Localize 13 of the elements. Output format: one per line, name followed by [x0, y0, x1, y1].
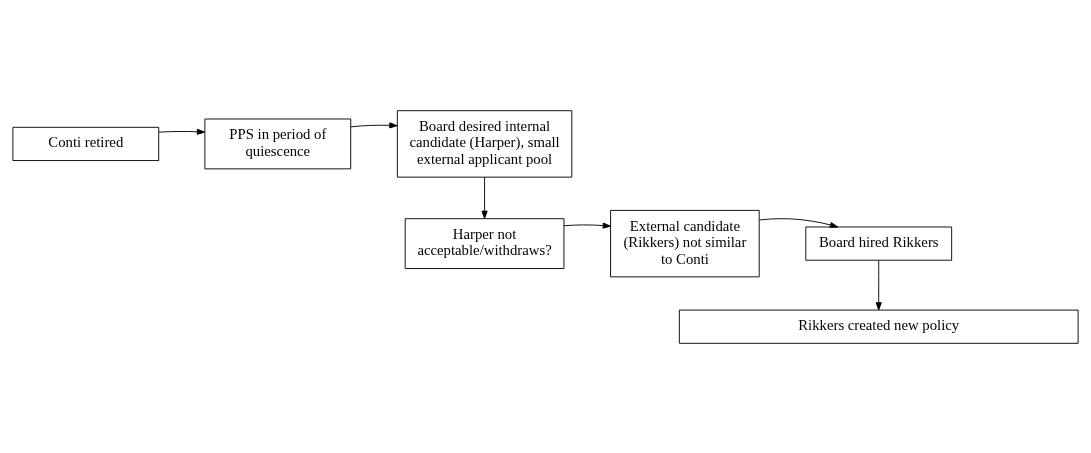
arrow [350, 121, 398, 128]
node-box: Conti retired [12, 126, 160, 161]
arrow [563, 222, 611, 229]
node-box: Board desired internal candidate (Harper), small external applicant pool [396, 109, 573, 178]
arrow [759, 217, 839, 228]
node-box: Board hired Rikkers [805, 226, 953, 261]
arrow [158, 128, 206, 135]
node-box: Rikkers created new policy [678, 309, 1079, 344]
node-box: External candidate (Rikkers) not similar to Conti [610, 209, 760, 277]
arrow [875, 259, 882, 310]
node-box: Harper not acceptable/withdraws? [404, 217, 565, 269]
node-box: PPS in period of quiescence [204, 118, 352, 169]
arrow [481, 176, 488, 219]
